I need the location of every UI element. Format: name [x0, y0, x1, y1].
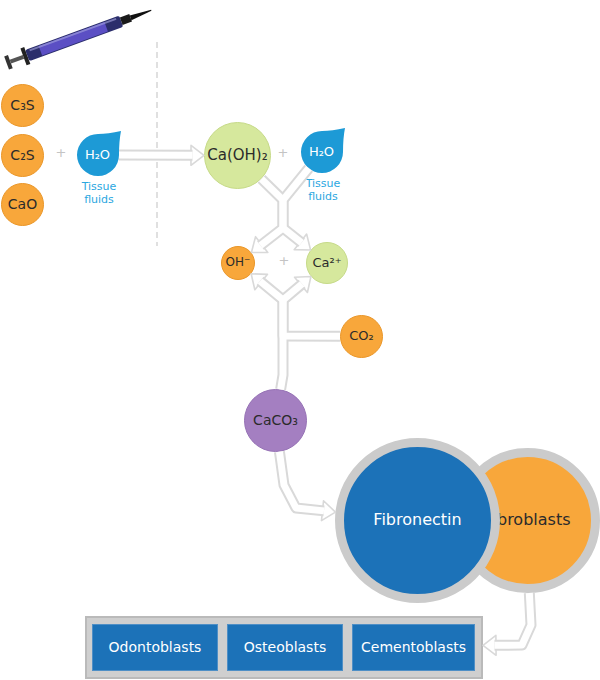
- arrow-head: [321, 501, 335, 521]
- arrow-head: [294, 234, 310, 250]
- node-text: Fibronectin: [373, 511, 461, 529]
- drop-caption: Tissue fluids: [74, 180, 124, 206]
- node-text: CaO: [8, 196, 37, 212]
- syringe-label: [39, 22, 108, 55]
- formula-text: H₂O: [309, 145, 334, 160]
- arrow-body: [283, 168, 309, 242]
- arrow-body: [279, 452, 324, 511]
- water-drop: H₂O Tissue fluids: [297, 124, 349, 210]
- node-text: Ca²⁺: [312, 256, 341, 271]
- syringe-needle: [130, 8, 152, 20]
- protein-circle: Fibronectin: [335, 438, 500, 603]
- arrow-head: [483, 635, 496, 655]
- plus-sign: +: [276, 146, 290, 164]
- node-text: CaCO₃: [253, 412, 298, 428]
- plus-sign: +: [54, 146, 68, 164]
- syringe-illustration: [4, 2, 155, 72]
- arrow-outline: [260, 281, 283, 389]
- drop-fill: [77, 131, 121, 176]
- arrow-body: [283, 284, 340, 336]
- arrow-body: [119, 152, 193, 159]
- arrow-body: [494, 593, 531, 645]
- node-text: Ca(OH)₂: [207, 147, 267, 164]
- cell-band: Odontoblasts Osteoblasts Cementoblasts: [85, 616, 483, 679]
- water-drop: H₂O Tissue fluids: [73, 127, 125, 213]
- arrow-body: [260, 179, 283, 246]
- reactant-circle: C₃S: [1, 84, 44, 127]
- drop-caption: Tissue fluids: [298, 177, 348, 203]
- arrow-outline: [119, 150, 193, 161]
- reaction-arrow: [251, 274, 283, 390]
- connector-outline-layer: [119, 145, 531, 655]
- formula-text: H₂O: [85, 148, 110, 163]
- arrow-outline: [260, 179, 283, 246]
- plus-text: +: [54, 146, 68, 161]
- drop-shape: H₂O: [298, 124, 348, 174]
- dashed-divider: [156, 42, 158, 246]
- plus-text: +: [276, 146, 290, 161]
- plus-text: +: [277, 254, 291, 269]
- reaction-arrow: [251, 179, 283, 253]
- arrow-outline: [283, 168, 309, 242]
- node-text: OH⁻: [226, 256, 251, 270]
- reactant-circle: CaO: [1, 183, 44, 226]
- reactant-circle: C₂S: [1, 134, 44, 177]
- reaction-arrow: [119, 145, 204, 165]
- reaction-arrow: [483, 593, 531, 655]
- product-circle: Ca(OH)₂: [204, 122, 271, 189]
- reaction-arrow: [283, 277, 340, 337]
- arrow-head: [191, 145, 204, 165]
- ion-circle: OH⁻: [221, 246, 255, 280]
- node-text: CO₂: [349, 329, 374, 344]
- arrow-head: [251, 274, 267, 290]
- reaction-arrow: [283, 168, 311, 250]
- syringe-highlight: [29, 18, 116, 51]
- cell-box: Cementoblasts: [352, 624, 475, 671]
- caption-text: Tissue fluids: [74, 180, 124, 206]
- arrow-head: [251, 237, 267, 253]
- arrow-outline: [283, 284, 340, 336]
- arrow-body: [260, 281, 283, 389]
- cell-box: Odontoblasts: [92, 624, 218, 671]
- node-text: Osteoblasts: [244, 639, 326, 655]
- plus-sign: +: [277, 254, 291, 272]
- drop-shape: H₂O: [74, 127, 124, 177]
- reaction-arrow: [279, 452, 335, 521]
- cell-box: Osteoblasts: [227, 624, 343, 671]
- node-text: C₂S: [10, 147, 34, 163]
- arrow-head: [295, 277, 311, 293]
- connector-fill-layer: [119, 155, 531, 645]
- ion-circle: Ca²⁺: [306, 242, 348, 284]
- arrow-outline: [494, 593, 531, 645]
- gas-circle: CO₂: [340, 315, 383, 358]
- arrow-outline: [279, 452, 324, 511]
- caption-text: Tissue fluids: [298, 177, 348, 203]
- drop-fill: [301, 128, 345, 173]
- node-text: Cementoblasts: [361, 639, 466, 655]
- syringe-rod: [10, 55, 25, 64]
- syringe-barrel: [25, 16, 123, 61]
- compound-circle: CaCO₃: [244, 389, 307, 452]
- node-text: C₃S: [10, 97, 34, 113]
- node-text: Odontoblasts: [109, 639, 202, 655]
